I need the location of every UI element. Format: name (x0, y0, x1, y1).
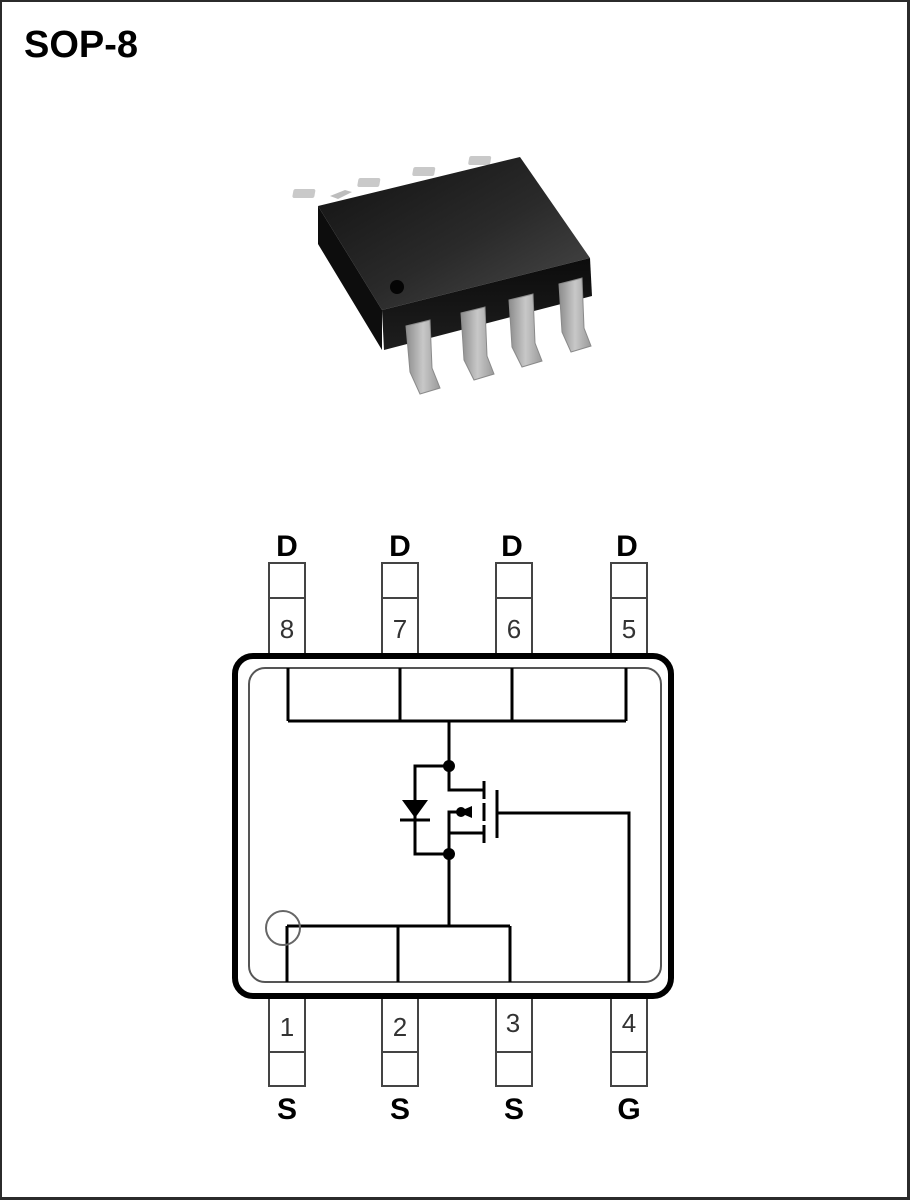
pin8-number: 8 (280, 614, 294, 644)
pin-1 (268, 993, 306, 1087)
pin1-marker-icon (265, 910, 301, 946)
pin1-function: S (277, 1093, 297, 1126)
pin6-number: 6 (507, 614, 521, 644)
junction-dot (443, 848, 455, 860)
pin6-function: D (501, 530, 523, 563)
chip-body-side (382, 258, 592, 350)
package-title: SOP-8 (24, 24, 139, 66)
pin2-number: 2 (393, 1012, 407, 1042)
pin1-dot-icon (390, 280, 404, 294)
pin7-number: 7 (393, 614, 407, 644)
junction-dot (443, 760, 455, 772)
package-outline (232, 653, 674, 999)
pin5-function: D (616, 530, 638, 563)
pin4-number: 4 (622, 1008, 636, 1038)
drain-wiring (286, 668, 628, 766)
body-diode-icon (400, 800, 430, 822)
front-leads (405, 277, 592, 395)
pin4-function: G (617, 1093, 640, 1126)
back-leads (292, 156, 492, 199)
chip-body-top (318, 157, 590, 310)
pin-3 (495, 993, 533, 1087)
pin2-function: S (390, 1093, 410, 1126)
pin-6 (495, 562, 533, 660)
pin1-number: 1 (280, 1012, 294, 1042)
pin5-number: 5 (622, 614, 636, 644)
package-inner-outline (248, 667, 662, 983)
pin7-function: D (389, 530, 411, 563)
pin-5 (610, 562, 648, 660)
pin-8 (268, 562, 306, 660)
pin8-function: D (276, 530, 298, 563)
pin-4 (610, 993, 648, 1087)
pin3-number: 3 (506, 1008, 520, 1038)
pin-7 (381, 562, 419, 660)
pin3-function: S (504, 1093, 524, 1126)
source-wiring (285, 924, 512, 982)
